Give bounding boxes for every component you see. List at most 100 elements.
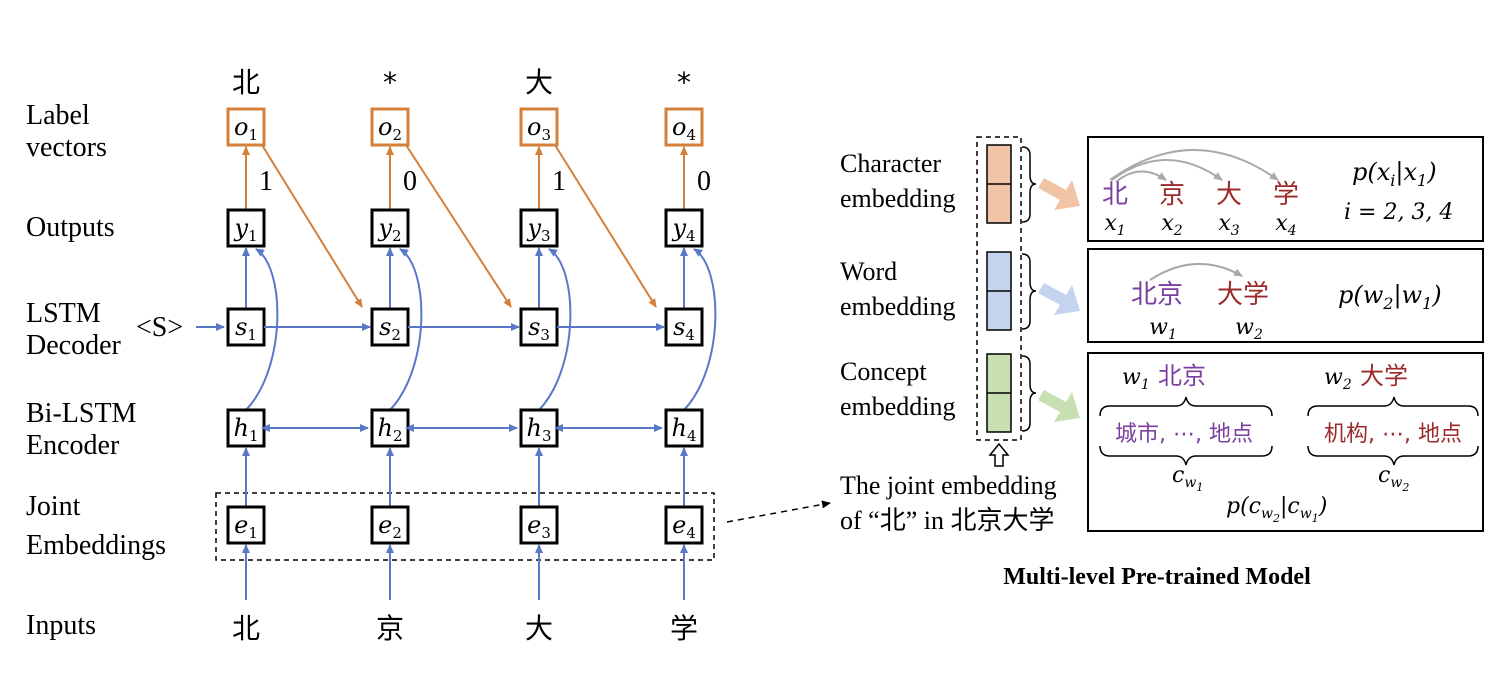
char-emb-line1: Character <box>840 149 941 178</box>
joint-caption-line1: The joint embedding <box>840 471 1057 500</box>
concept-list-2: 机构, ⋯, 地点 <box>1324 422 1462 447</box>
word-embedding-block <box>986 251 1012 331</box>
concept-brace-top-1 <box>1099 396 1273 417</box>
label-num-1: 1 <box>259 166 273 197</box>
label-vectors-line1: Label <box>26 100 90 131</box>
word-emb-line1: Word <box>840 257 897 286</box>
bilstm-label-line2: Encoder <box>26 430 120 461</box>
char-emb-line2: embedding <box>840 184 956 213</box>
o-to-next-s-arrow <box>405 144 512 308</box>
word-prob: p(w2|w1) <box>1338 281 1442 313</box>
o-box-1 <box>226 107 266 147</box>
joint-label-line2: Embeddings <box>26 530 166 561</box>
concept-brace-top-2 <box>1307 396 1479 417</box>
s-var-3: s3 <box>528 313 550 344</box>
word-beijing: 北京 <box>1131 280 1183 310</box>
concept-cw1: cw1 <box>1172 463 1203 494</box>
o-var-2: o2 <box>378 113 402 144</box>
h-box-3 <box>519 408 559 448</box>
label-num-2: 0 <box>403 166 417 197</box>
e-box-2 <box>370 505 410 545</box>
char-bracket <box>1021 146 1037 223</box>
char-jing: 京 <box>1159 180 1185 210</box>
h-box-4 <box>664 408 704 448</box>
word-flow-arrow <box>1038 283 1080 315</box>
e-var-3: e3 <box>527 511 551 542</box>
o-to-next-s-arrow <box>261 144 363 308</box>
concept-emb-line1: Concept <box>840 357 927 386</box>
h-var-3: h3 <box>526 414 551 445</box>
input-char-1: 北 <box>232 612 260 645</box>
concept-prob: p(cw2|cw1) <box>1226 494 1327 525</box>
concept-bracket <box>1021 355 1037 432</box>
word-emb-line2: embedding <box>840 292 956 321</box>
concept-w2: w2 <box>1324 365 1352 393</box>
word-w1: w1 <box>1149 315 1177 343</box>
h-to-y-curve <box>683 248 717 411</box>
e-box-3 <box>519 505 559 545</box>
y-box-2 <box>370 208 410 248</box>
o-box-3 <box>519 107 559 147</box>
lstm-label-line2: Decoder <box>26 330 122 361</box>
h-var-2: h2 <box>377 414 402 445</box>
model-title: Multi-level Pre-trained Model <box>1003 564 1311 590</box>
concept-list-1: 城市, ⋯, 地点 <box>1115 422 1253 447</box>
row-labels: Label vectors Outputs LSTM Decoder <S> B… <box>26 100 183 641</box>
up-arrow-icon <box>988 442 1010 467</box>
s-var-1: s1 <box>235 313 257 344</box>
word-model-box: 北京 大学 w1 w2 p(w2|w1) <box>1087 248 1484 343</box>
s-box-3 <box>519 307 559 347</box>
h-var-4: h4 <box>671 414 696 445</box>
joint-embedding-stack-border <box>976 136 1022 441</box>
o-to-next-s-arrow <box>554 144 657 308</box>
h-var-1: h1 <box>233 414 258 445</box>
y-box-4 <box>664 208 704 248</box>
label-num-3: 1 <box>552 166 566 197</box>
concept-brace-bottom-2 <box>1307 445 1479 466</box>
s-var-2: s2 <box>379 313 401 344</box>
word-bracket <box>1021 253 1037 330</box>
o-var-1: o1 <box>234 113 258 144</box>
concept-emb-line2: embedding <box>840 392 956 421</box>
bilstm-label-line1: Bi-LSTM <box>26 398 137 429</box>
x-var-3: x3 <box>1218 211 1239 239</box>
joint-label-line1: Joint <box>26 491 81 522</box>
lstm-columns: o1y1s1h1e1北北1o2y2s2h2e2*京0o3y3s3h3e3大大1o… <box>226 66 717 645</box>
start-token: <S> <box>136 312 183 343</box>
h-to-y-curve <box>245 248 279 411</box>
concept-beijing: 北京 <box>1158 362 1206 390</box>
top-char-2: * <box>383 66 397 99</box>
o-box-4 <box>664 107 704 147</box>
o-box-2 <box>370 107 410 147</box>
e-box-1 <box>226 505 266 545</box>
y-var-4: y4 <box>671 214 695 245</box>
char-flow-arrow <box>1038 178 1080 210</box>
concept-cw2: cw2 <box>1378 463 1409 494</box>
e-var-2: e2 <box>378 511 402 542</box>
label-num-4: 0 <box>697 166 711 197</box>
joint-caption-line2: of “北” in 北京大学 <box>840 506 1054 535</box>
y-box-1 <box>226 208 266 248</box>
concept-embedding-block <box>986 353 1012 433</box>
top-char-3: 大 <box>525 66 553 99</box>
h-to-y-curve <box>538 248 572 411</box>
right-labels: Character embedding Word embedding Conce… <box>840 149 1311 590</box>
h-box-1 <box>226 408 266 448</box>
top-char-1: 北 <box>232 66 260 99</box>
word-daxue: 大学 <box>1217 280 1269 310</box>
e-var-4: e4 <box>672 511 696 542</box>
char-xue: 学 <box>1273 180 1299 210</box>
s-var-4: s4 <box>673 313 695 344</box>
char-prob: p(xi|x1) <box>1352 158 1437 190</box>
input-char-2: 京 <box>376 612 404 645</box>
x-var-2: x2 <box>1161 211 1182 239</box>
x-var-1: x1 <box>1104 211 1125 239</box>
o-var-4: o4 <box>672 113 696 144</box>
h-to-y-curve <box>389 248 423 411</box>
